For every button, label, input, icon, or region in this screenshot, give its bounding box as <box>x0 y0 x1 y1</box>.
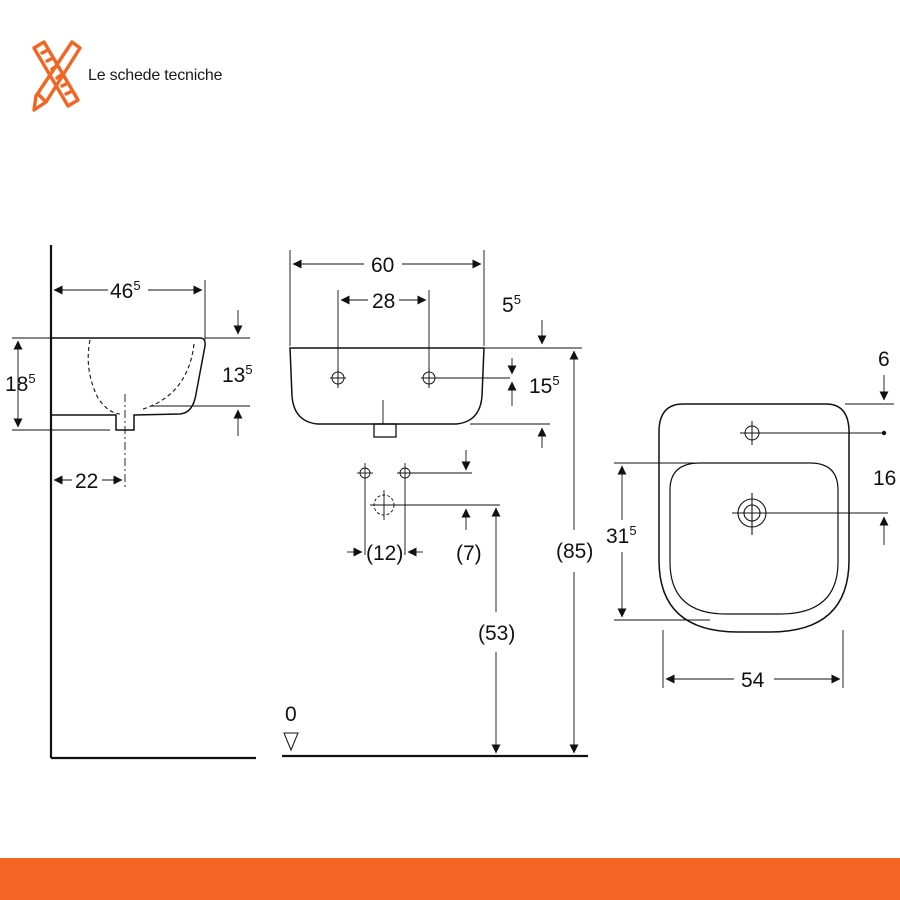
tap-hole-right <box>421 368 510 388</box>
front-view <box>282 250 588 758</box>
floor-level-label: 0 <box>285 703 297 726</box>
header: Le schede tecniche <box>28 38 222 114</box>
supply-height-label: (53) <box>478 622 515 645</box>
drain-outlet <box>373 423 397 438</box>
ruler-pencil-cross-icon <box>32 40 82 112</box>
basin-inner-profile <box>87 339 195 415</box>
rim-height-label: (85) <box>556 540 593 563</box>
tap-height-label: 155 <box>529 373 560 398</box>
supply-fittings <box>357 463 500 555</box>
overflow-drain <box>732 493 888 535</box>
basin-side-profile <box>51 337 206 431</box>
basin-front-outline <box>289 347 485 425</box>
hole-distance-label: 16 <box>873 467 896 490</box>
supply-offset-label: (7) <box>456 542 482 565</box>
brand-name: Le schede tecniche <box>88 67 223 84</box>
drain-offset-label: 22 <box>75 470 98 493</box>
side-height-label: 185 <box>5 371 36 396</box>
tap-spacing-label: 28 <box>372 290 395 313</box>
top-tap-hole <box>740 421 884 445</box>
tap-hole-left <box>330 368 346 388</box>
rim-offset-label: 55 <box>502 292 521 317</box>
basin-bowl-outline <box>669 462 839 615</box>
outer-width-label: 54 <box>741 669 765 692</box>
tap-setback-label: 6 <box>878 348 890 371</box>
bowl-length-label: 315 <box>606 523 637 548</box>
side-view <box>12 245 256 760</box>
side-bowl-depth-label: 135 <box>222 362 253 387</box>
top-view-labels: 6 16 315 54 <box>606 348 896 692</box>
basin-top-outline <box>658 403 850 633</box>
footer-bar <box>0 858 900 900</box>
top-view <box>614 375 894 688</box>
front-view-labels: 60 28 55 155 (12) (7) (53) (85) 0 <box>285 254 593 726</box>
side-view-labels: 465 185 135 22 <box>5 278 253 493</box>
side-width-label: 465 <box>110 278 141 303</box>
floor-level-symbol <box>283 732 299 752</box>
overall-width-label: 60 <box>371 254 394 277</box>
supply-spacing-label: (12) <box>366 542 403 565</box>
